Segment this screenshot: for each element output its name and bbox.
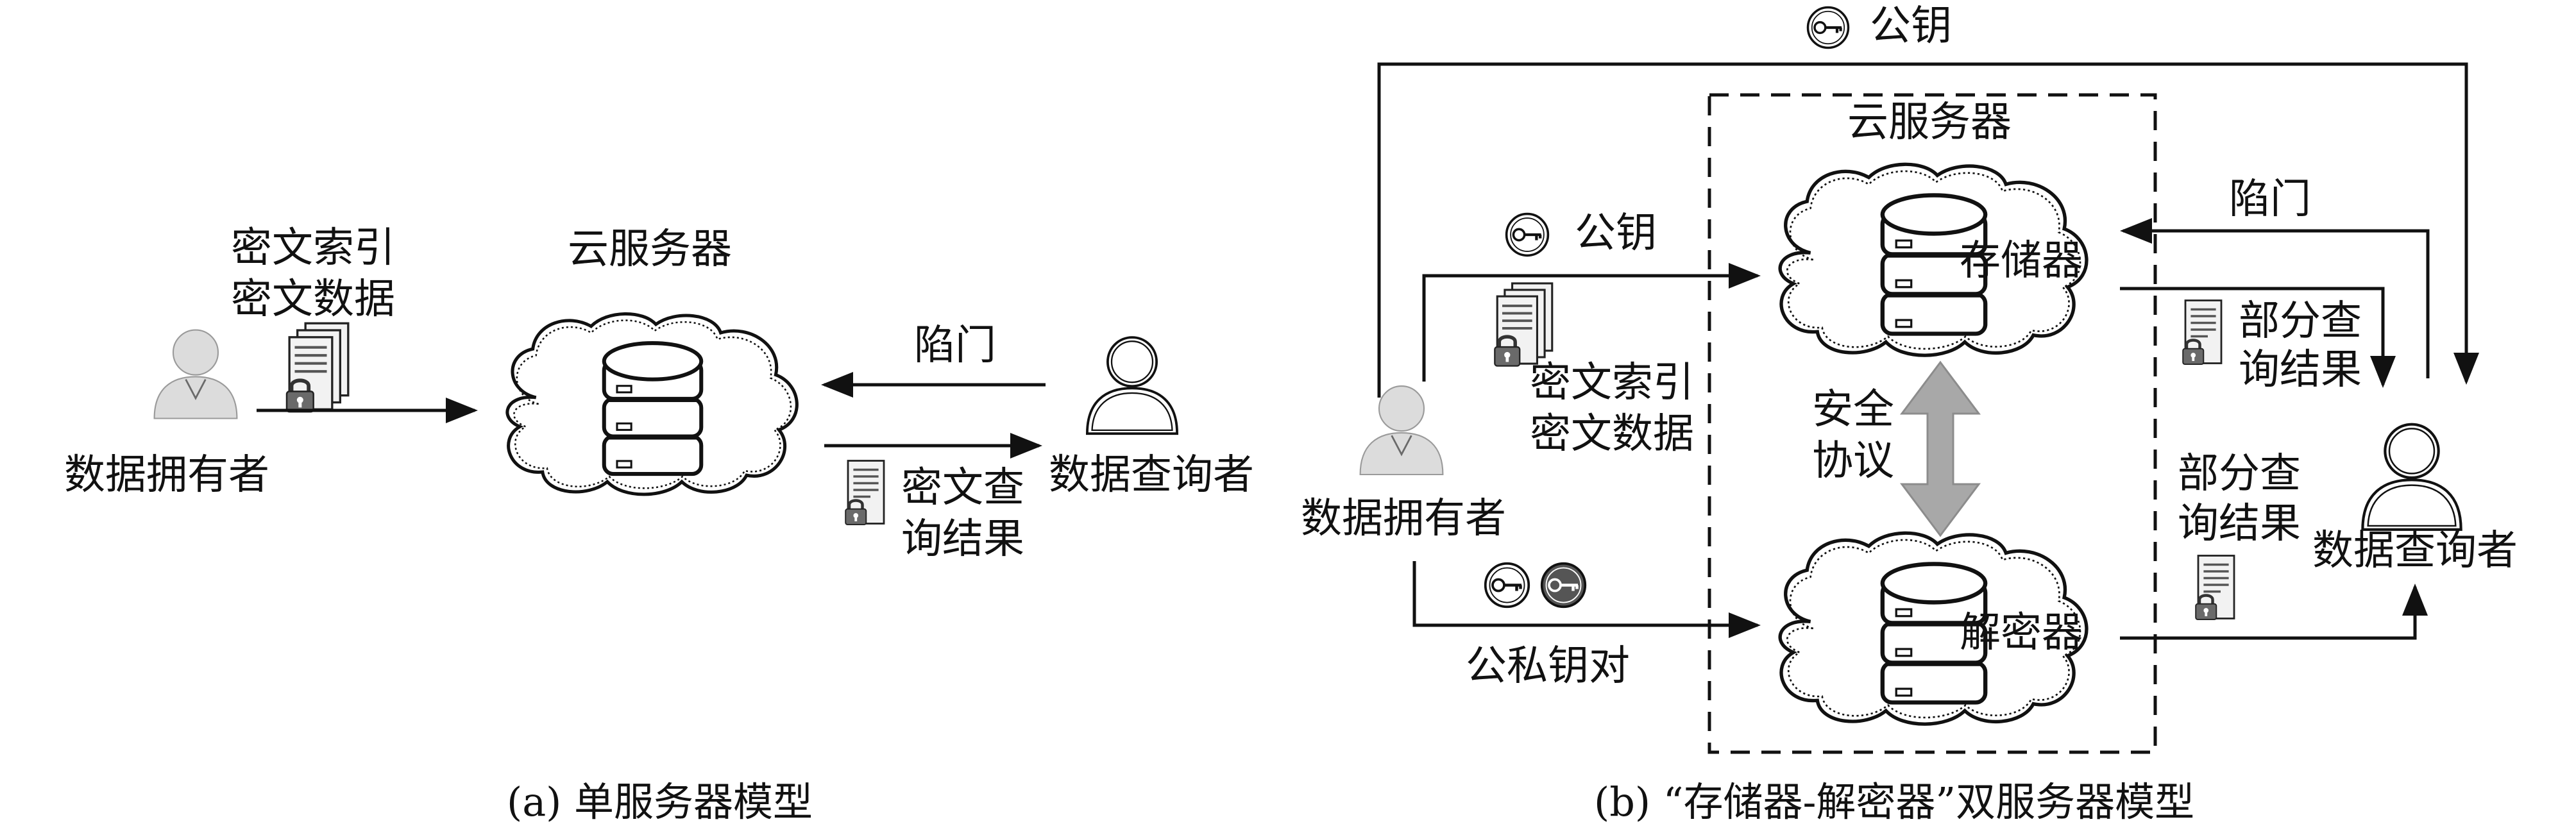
data-owner-b-label: 数据拥有者	[1301, 495, 1506, 543]
data-querier-b-label: 数据查询者	[2312, 527, 2518, 575]
cloud-server-b-label: 云服务器	[1847, 99, 2012, 146]
partial-result-1-icon	[2183, 301, 2221, 365]
partial-result-2-line1: 部分查	[2178, 450, 2301, 498]
decryptor-server-label: 解密器	[1960, 609, 2083, 657]
panel-a-caption: (a) 单服务器模型	[507, 778, 813, 825]
arrow-querier-to-storage-trapdoor	[2120, 218, 2430, 378]
key-pair-label: 公私钥对	[1466, 643, 1630, 690]
storage-server-label: 存储器	[1960, 237, 2083, 285]
private-key-pair-icon	[1542, 564, 1586, 607]
data-owner-a-label: 数据拥有者	[64, 451, 269, 499]
panel-a-single-server-model: 数据拥有者 密文索引 密文数据 云服务器 陷门 密文查 询结果 数据查询者 (a…	[64, 224, 1254, 825]
public-key-top-icon	[1808, 8, 1849, 48]
cloud-server-boundary	[1707, 93, 2157, 754]
trapdoor-b-label: 陷门	[2229, 176, 2311, 223]
data-owner-b-icon	[1359, 385, 1444, 476]
cloud-server-a-label: 云服务器	[568, 226, 732, 273]
encrypted-document-a-icon	[287, 323, 348, 412]
encrypted-result-a-icon	[845, 461, 884, 525]
data-querier-a-label: 数据查询者	[1049, 451, 1254, 499]
arrow-decryptor-to-querier-partial	[2120, 584, 2428, 640]
partial-result-2-icon	[2196, 556, 2234, 620]
result-a-label-line1: 密文查	[901, 464, 1024, 512]
panel-b-two-server-model: 公钥 云服务器 存储器 解密器 安全 协议 数据拥有者 公钥 密文索引 密文数据…	[1301, 3, 2518, 825]
panel-b-caption: (b) “存储器-解密器”双服务器模型	[1594, 778, 2194, 825]
arrow-owner-to-storage	[1422, 263, 1761, 382]
public-key-top-label: 公钥	[1870, 3, 1952, 50]
upload-a-label-line1: 密文索引	[231, 224, 395, 272]
arrow-owner-to-querier-public-key	[1377, 62, 2479, 398]
data-querier-b-icon	[2362, 425, 2461, 530]
cloud-server-a-icon	[507, 314, 797, 494]
partial-result-1-line1: 部分查	[2239, 298, 2362, 345]
partial-result-2-line2: 询结果	[2178, 500, 2301, 548]
upload-b-label-line2: 密文数据	[1530, 410, 1694, 458]
arrow-storage-to-querier-partial	[2120, 287, 2396, 388]
data-querier-a-icon	[1087, 337, 1177, 433]
security-protocol-arrow	[1900, 360, 1981, 537]
upload-a-label-line2: 密文数据	[231, 276, 395, 323]
public-key-owner-label: 公钥	[1575, 210, 1657, 257]
trapdoor-a-label: 陷门	[914, 322, 996, 369]
security-protocol-label-line2: 协议	[1812, 437, 1894, 485]
upload-b-label-line1: 密文索引	[1530, 359, 1694, 407]
encrypted-document-b-icon	[1495, 283, 1552, 366]
public-key-owner-icon	[1507, 214, 1548, 256]
result-a-label-line2: 询结果	[901, 516, 1024, 563]
partial-result-1-line2: 询结果	[2239, 346, 2362, 394]
data-owner-a-icon	[153, 329, 238, 419]
arrow-owner-to-decryptor	[1412, 561, 1761, 638]
public-key-pair-icon	[1486, 564, 1529, 607]
security-protocol-label-line1: 安全	[1812, 386, 1894, 433]
